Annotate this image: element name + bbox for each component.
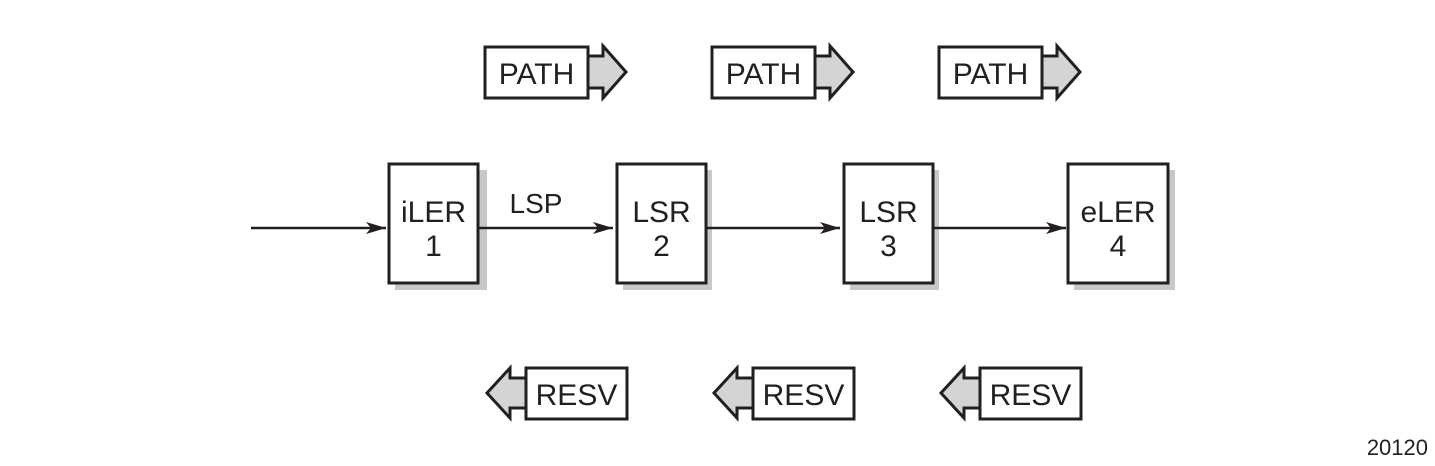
node-lsr-2: LSR 2 — [615, 162, 708, 285]
resv-arrow-icon — [484, 364, 528, 422]
resv-label: RESV — [990, 379, 1072, 412]
node-name: LSR — [859, 196, 917, 229]
resv-label: RESV — [763, 379, 845, 412]
path-label: PATH — [953, 58, 1029, 91]
node-number: 2 — [653, 230, 670, 263]
resv-arrow-icon — [938, 364, 982, 422]
path-message-1: PATH — [483, 42, 629, 102]
path-label: PATH — [499, 58, 575, 91]
resv-message-1: RESV — [484, 364, 629, 422]
path-message-2: PATH — [710, 42, 856, 102]
node-name: LSR — [632, 196, 690, 229]
node-name: eLER — [1080, 196, 1155, 229]
node-number: 4 — [1110, 230, 1127, 263]
path-label: PATH — [726, 58, 802, 91]
resv-label: RESV — [536, 379, 618, 412]
node-eler-4: eLER 4 — [1066, 162, 1170, 285]
resv-arrow-icon — [711, 364, 755, 422]
node-iler-1: iLER 1 — [387, 162, 480, 285]
lsp-label: LSP — [510, 188, 563, 219]
node-name: iLER — [401, 196, 466, 229]
node-number: 3 — [880, 230, 897, 263]
path-arrow-icon — [586, 42, 629, 102]
node-lsr-3: LSR 3 — [842, 162, 935, 285]
path-arrow-icon — [813, 42, 856, 102]
path-arrow-icon — [1040, 42, 1083, 102]
path-message-3: PATH — [937, 42, 1083, 102]
resv-message-3: RESV — [938, 364, 1083, 422]
figure-id: 20120 — [1367, 435, 1428, 460]
resv-message-2: RESV — [711, 364, 856, 422]
node-number: 1 — [425, 230, 442, 263]
